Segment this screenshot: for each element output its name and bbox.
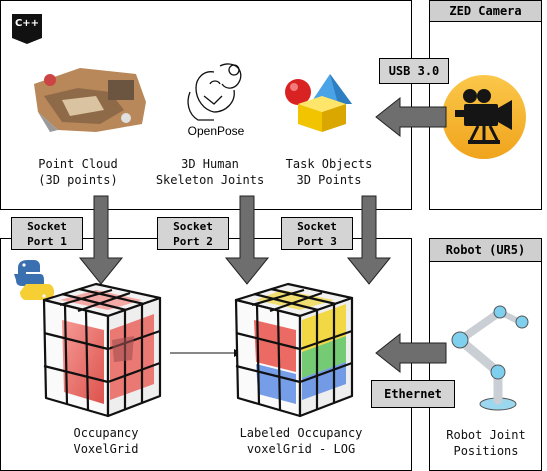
ethernet-label: Ethernet	[371, 380, 455, 408]
python-logo	[14, 260, 54, 300]
openpose-skeleton-figure	[187, 63, 242, 121]
usb-arrow	[375, 96, 447, 138]
cpp-badge	[12, 14, 42, 44]
task-objects-image	[285, 74, 352, 132]
socket-port-2-label: Socket Port 2	[157, 217, 229, 250]
socket-port-3-label: Socket Port 3	[281, 217, 353, 250]
point-cloud-label: Point Cloud (3D points)	[38, 157, 118, 187]
video-camera-icon	[442, 75, 526, 159]
zed-camera-title: ZED Camera	[429, 0, 542, 22]
skeleton-joints-label: 3D Human Skeleton Joints	[155, 157, 265, 187]
point-cloud-down-arrow	[78, 195, 124, 285]
point-cloud-image	[34, 68, 146, 132]
cpp-badge-text: C++	[14, 18, 40, 29]
labeled-occupancy-label: Labeled Occupancy voxelGrid - LOG	[239, 426, 363, 456]
ethernet-arrow	[375, 332, 447, 374]
robot-panel	[429, 238, 542, 471]
occupancy-voxelgrid-label: Occupancy VoxelGrid	[73, 426, 139, 456]
openpose-logo-text: OpenPose	[187, 124, 245, 138]
robot-joint-positions-label: Robot Joint Positions	[446, 428, 526, 458]
usb-label: USB 3.0	[379, 58, 449, 84]
socket-port-1-label: Socket Port 1	[11, 217, 83, 250]
occupancy-voxel-cube	[42, 282, 162, 418]
robot-title: Robot (UR5)	[429, 238, 542, 262]
skeleton-down-arrow	[224, 195, 270, 285]
grid-to-labeled-arrow	[170, 349, 242, 357]
task-objects-label: Task Objects 3D Points	[285, 157, 373, 187]
robot-arm-image	[451, 305, 529, 411]
labeled-occupancy-voxel-cube	[234, 282, 354, 418]
objects-down-arrow	[346, 195, 392, 285]
